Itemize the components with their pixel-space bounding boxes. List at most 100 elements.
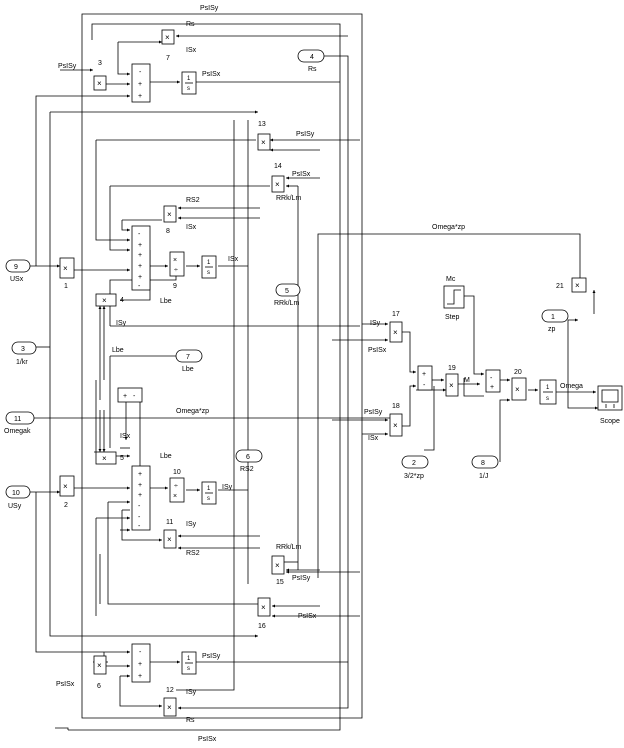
label-omega: Omega bbox=[560, 383, 583, 390]
label-psisx-bottom: PsISx bbox=[198, 736, 217, 743]
svg-text:-: - bbox=[133, 393, 136, 400]
block-17-number: 17 bbox=[392, 311, 400, 318]
port-1[interactable]: 1 zp bbox=[541, 309, 569, 333]
block-7-number: 7 bbox=[166, 55, 170, 62]
port-9[interactable]: 9 USx bbox=[5, 259, 31, 283]
svg-text:1: 1 bbox=[187, 76, 191, 82]
block-19[interactable]: × 19 bbox=[445, 365, 459, 397]
label-rs-bottom: Rs bbox=[186, 717, 195, 724]
block-14-number: 14 bbox=[274, 163, 282, 170]
svg-text:×: × bbox=[393, 328, 398, 337]
port-2[interactable]: 2 3/2*zp bbox=[401, 455, 429, 480]
svg-text:-: - bbox=[138, 523, 141, 530]
svg-text:+: + bbox=[138, 81, 142, 88]
port-10[interactable]: 10 USy bbox=[5, 485, 31, 510]
block-9[interactable]: ×÷ 9 bbox=[169, 251, 185, 290]
block-14[interactable]: × 14 bbox=[271, 163, 285, 193]
label-psisy-int: PsISy bbox=[202, 653, 221, 660]
block-12[interactable]: × 12 bbox=[163, 687, 177, 717]
label-rrk-b15: RRk/Lm bbox=[276, 544, 301, 551]
step-block[interactable]: Mc Step bbox=[443, 276, 465, 321]
integrator-psisy[interactable]: 1s bbox=[181, 651, 197, 675]
block-11[interactable]: × 11 bbox=[163, 519, 177, 549]
svg-text:+: + bbox=[138, 93, 142, 100]
label-lbe-9: Lbe bbox=[160, 298, 172, 305]
block-4[interactable]: × 4 bbox=[95, 293, 124, 307]
port-11[interactable]: 11 Omegak bbox=[4, 411, 35, 435]
block-16[interactable]: × 16 bbox=[257, 597, 271, 630]
block-11-number: 11 bbox=[166, 519, 173, 526]
label-isx-18: ISx bbox=[368, 435, 379, 442]
block-2[interactable]: × 2 bbox=[59, 475, 75, 509]
svg-text:+: + bbox=[138, 482, 142, 489]
block-3-number: 3 bbox=[98, 60, 102, 67]
block-20-number: 20 bbox=[514, 369, 522, 376]
label-isx-int: ISx bbox=[228, 256, 239, 263]
block-20[interactable]: × 20 bbox=[511, 369, 527, 401]
port-3[interactable]: 3 1/kr bbox=[11, 341, 37, 366]
block-12-number: 12 bbox=[166, 687, 174, 694]
svg-text:-: - bbox=[139, 69, 142, 76]
label-psisy-18: PsISy bbox=[364, 409, 383, 416]
svg-text:1: 1 bbox=[207, 486, 211, 492]
sum-torque[interactable]: +- bbox=[417, 365, 433, 391]
port-7[interactable]: 7 Lbe bbox=[175, 349, 203, 373]
block-5[interactable]: × 5 bbox=[95, 451, 124, 465]
port-8[interactable]: 8 1/J bbox=[471, 455, 499, 480]
label-isy-b11: ISy bbox=[186, 521, 197, 528]
port-6[interactable]: 6 RS2 bbox=[235, 449, 263, 473]
port-9-name: USx bbox=[10, 276, 24, 283]
block-21[interactable]: × 21 bbox=[556, 277, 587, 293]
block-6[interactable]: × 6 bbox=[93, 655, 107, 690]
svg-text:×: × bbox=[261, 603, 266, 612]
sum-mid[interactable]: +- bbox=[117, 387, 143, 403]
integrator-psisx[interactable]: 1s bbox=[181, 71, 197, 95]
sum-upper-main[interactable]: -++ ++- bbox=[131, 225, 151, 291]
block-1[interactable]: × 1 bbox=[59, 257, 75, 290]
svg-text:1: 1 bbox=[207, 260, 211, 266]
block-10[interactable]: ÷× 10 bbox=[169, 469, 185, 503]
integrator-isx[interactable]: 1s bbox=[201, 255, 217, 279]
label-psisx-left: PsISx bbox=[56, 681, 75, 688]
block-17[interactable]: × 17 bbox=[389, 311, 403, 343]
block-5-number: 5 bbox=[120, 455, 124, 462]
port-3-name: 1/kr bbox=[16, 359, 28, 366]
port-5[interactable]: 5 RRk/Lm bbox=[274, 283, 301, 307]
svg-text:-: - bbox=[138, 283, 141, 290]
port-4[interactable]: 4 Rs bbox=[297, 49, 325, 73]
port-6-name: RS2 bbox=[240, 466, 254, 473]
block-18[interactable]: × 18 bbox=[389, 403, 403, 437]
label-psisy-top: PsISy bbox=[200, 5, 219, 12]
block-3[interactable]: × 3 bbox=[93, 60, 107, 91]
block-8[interactable]: × 8 bbox=[163, 205, 177, 235]
integrator-isy[interactable]: 1s bbox=[201, 481, 217, 505]
sum-load[interactable]: -+ bbox=[485, 369, 501, 393]
port-7-name: Lbe bbox=[182, 366, 194, 373]
svg-text:+: + bbox=[138, 471, 142, 478]
block-6-number: 6 bbox=[97, 683, 101, 690]
sum-lower-main[interactable]: +++ --- bbox=[131, 465, 151, 531]
step-label: Step bbox=[445, 314, 460, 321]
port-2-name: 3/2*zp bbox=[404, 473, 424, 480]
port-11-num: 11 bbox=[14, 416, 21, 423]
sum-top[interactable]: - + + bbox=[131, 63, 151, 103]
label-psisx-b14: PsISx bbox=[292, 171, 311, 178]
label-rrk-b14: RRk/Lm bbox=[276, 195, 301, 202]
product-blocks: × 3 × 7 × 13 × 14 × 8 × 1 bbox=[59, 29, 587, 717]
block-13[interactable]: × 13 bbox=[257, 121, 271, 151]
label-lbe-mid: Lbe bbox=[112, 347, 124, 354]
block-4-number: 4 bbox=[120, 297, 124, 304]
sum-bottom[interactable]: -++ bbox=[131, 643, 151, 683]
block-7[interactable]: × 7 bbox=[161, 29, 175, 62]
wires bbox=[30, 34, 598, 710]
port-2-num: 2 bbox=[412, 460, 416, 467]
block-19-number: 19 bbox=[448, 365, 456, 372]
svg-text:1: 1 bbox=[546, 385, 550, 391]
integrator-omega[interactable]: 1s bbox=[539, 379, 557, 405]
svg-text:s: s bbox=[207, 270, 210, 276]
svg-text:-: - bbox=[138, 514, 141, 521]
label-isx-5: ISx bbox=[120, 433, 131, 440]
block-15[interactable]: × 15 bbox=[271, 555, 285, 586]
scope-block[interactable]: Scope bbox=[597, 385, 623, 425]
